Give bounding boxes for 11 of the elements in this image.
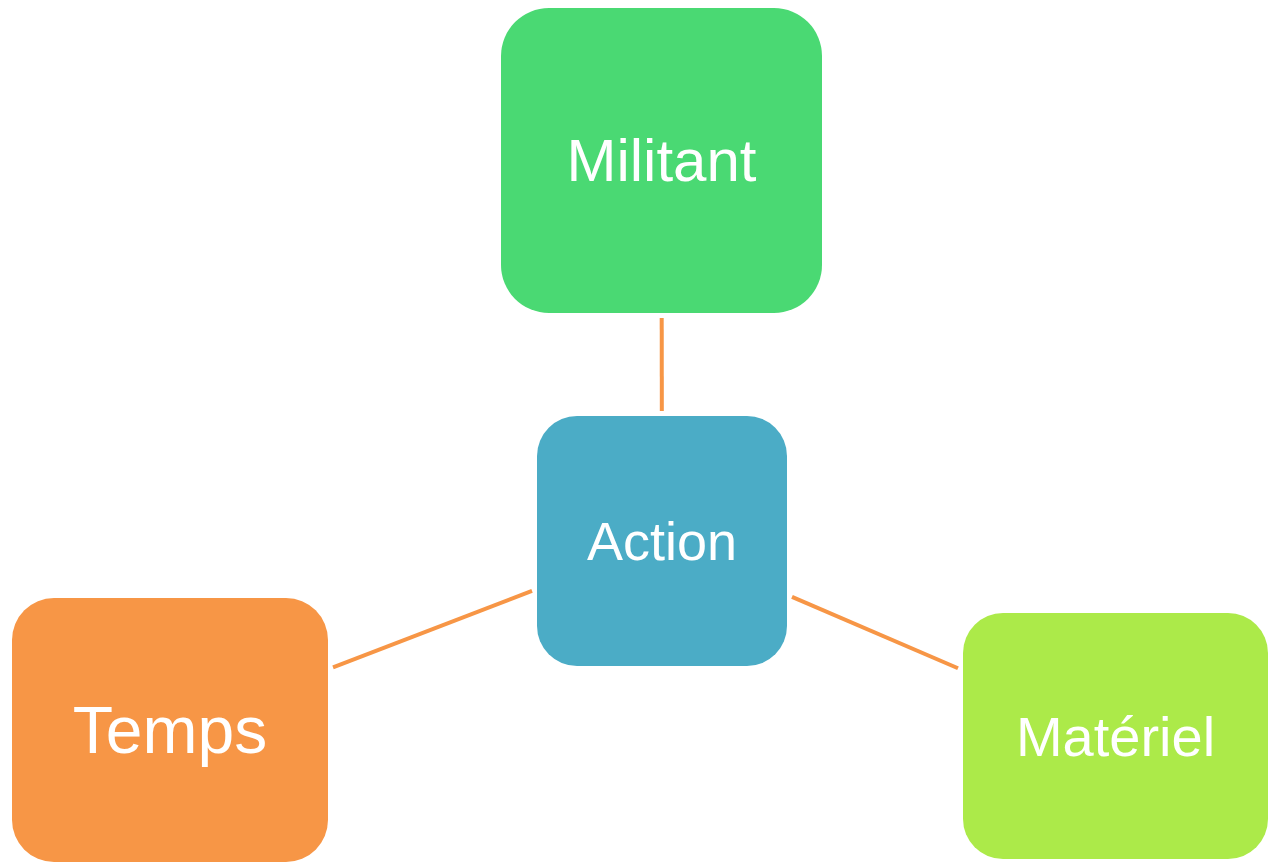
node-label: Militant bbox=[566, 126, 757, 195]
node-label: Temps bbox=[72, 692, 268, 768]
rounded-box bbox=[12, 598, 328, 862]
node-label: Action bbox=[586, 510, 738, 572]
rounded-box bbox=[501, 8, 822, 313]
connector-line bbox=[659, 318, 664, 411]
node-label: Matériel bbox=[1015, 703, 1216, 769]
connector-line bbox=[332, 589, 533, 670]
connector-line bbox=[791, 595, 959, 671]
rounded-box bbox=[963, 613, 1268, 859]
rounded-box bbox=[537, 416, 787, 666]
